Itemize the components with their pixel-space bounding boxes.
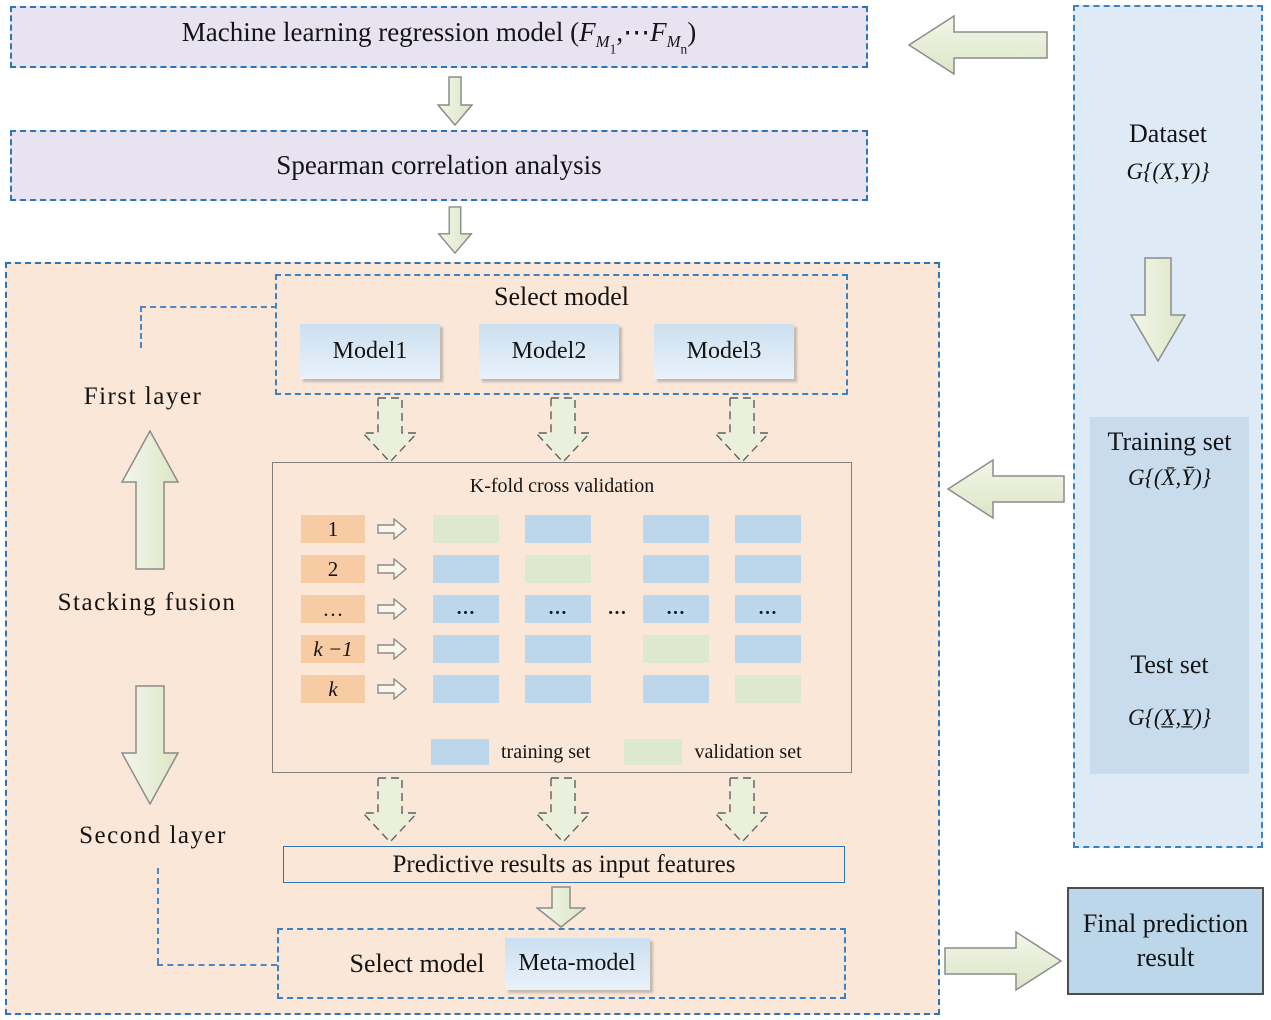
spearman-label: Spearman correlation analysis [276,150,602,180]
second-layer-connector-h [157,964,277,966]
kfold-row: 1 [301,515,851,543]
training-cell: … [433,595,499,623]
dataset-label: Dataset [1129,119,1207,148]
model2-label: Model2 [511,338,587,364]
training-set-math: G{(X̄,Ȳ)} [1128,465,1211,490]
legend-swatch [624,739,683,765]
training-cell: … [525,595,591,623]
down-arrow-icon [437,76,473,126]
first-layer-connector-v [140,306,142,348]
dataset-math: G{(X,Y)} [1126,159,1210,184]
dashed-down-arrow-icon [535,777,591,843]
ml-regression-box: Machine learning regression model (FM1,⋯… [10,6,868,68]
kfold-row: 2 [301,555,851,583]
up-arrow-icon [121,430,179,570]
legend-label: training set [501,740,591,763]
kfold-row: k [301,675,851,703]
training-cell [525,515,591,543]
validation-cell [735,675,801,703]
final-prediction-line2: result [1136,943,1195,972]
select-model-bottom-box: Select model Meta-model [277,928,846,999]
legend-swatch [431,739,489,765]
down-arrow-icon [437,206,473,254]
final-prediction-line1: Final prediction [1082,909,1249,939]
training-cell [735,635,801,663]
training-cell [643,675,709,703]
down-arrow-icon [536,886,586,928]
model1-box: Model1 [300,324,440,379]
select-model-top-title: Select model [493,282,629,311]
legend-label: validation set [694,740,802,763]
training-cell [433,555,499,583]
left-arrow-icon [947,458,1065,520]
row-arrow-icon [377,558,407,580]
dataset-panel: Dataset G{(X,Y)} Training set G{(X̄,Ȳ)} … [1073,5,1263,848]
training-cell [433,675,499,703]
right-arrow-icon [944,930,1062,992]
training-cell [735,515,801,543]
training-cell [735,555,801,583]
dashed-down-arrow-icon [714,777,770,843]
kfold-row-label: 1 [301,515,365,543]
row-arrow-icon [377,518,407,540]
second-layer-label: Second layer [79,822,227,849]
validation-cell [433,515,499,543]
first-layer-connector-h [140,306,277,308]
stacking-fusion-label: Stacking fusion [57,589,237,616]
predictive-results-box: Predictive results as input features [283,846,845,883]
model3-label: Model3 [686,338,762,364]
select-model-top-box: Select model [275,274,848,395]
kfold-row-label: … [301,595,365,623]
kfold-rows: 1 2 … … … … … … k −1 k [273,515,851,715]
training-cell [643,515,709,543]
validation-cell [525,555,591,583]
down-arrow-icon [1130,257,1186,362]
row-arrow-icon [377,678,407,700]
second-layer-connector-v [157,868,159,964]
kfold-title: K-fold cross validation [469,475,655,497]
test-set-label: Test set [1130,650,1209,679]
kfold-box: K-fold cross validation 1 2 … … … … … … k −1 k tr… [272,462,852,773]
training-cell [433,635,499,663]
down-arrow-icon [121,685,179,805]
training-cell: … [643,595,709,623]
left-arrow-icon [908,14,1048,76]
kfold-legend: training set validation set [431,739,836,765]
dashed-down-arrow-icon [362,777,418,843]
dashed-down-arrow-icon [362,397,418,463]
model2-box: Model2 [479,324,619,379]
row-arrow-icon [377,598,407,620]
kfold-row-label: k −1 [301,635,365,663]
select-model-bottom-title: Select model [349,948,485,978]
dashed-down-arrow-icon [714,397,770,463]
dashed-down-arrow-icon [535,397,591,463]
kfold-row-label: 2 [301,555,365,583]
kfold-row-label: k [301,675,365,703]
test-set-math: G{(X̲,Y̲)} [1128,705,1211,730]
kfold-mid-dots: … [607,598,627,619]
training-cell [525,635,591,663]
train-test-box: Training set G{(X̄,Ȳ)} Test set G{(X̲,Y̲… [1090,417,1249,774]
spearman-box: Spearman correlation analysis [10,130,868,201]
model3-box: Model3 [654,324,794,379]
meta-model-box: Meta-model [504,937,650,990]
kfold-row: k −1 [301,635,851,663]
ml-regression-label: Machine learning regression model (FM1,⋯… [181,16,697,57]
validation-cell [643,635,709,663]
first-layer-label: First layer [83,383,203,410]
final-prediction-box: Final prediction result [1067,887,1264,995]
training-cell [643,555,709,583]
model1-label: Model1 [332,338,408,364]
training-set-label: Training set [1107,427,1232,456]
predictive-results-label: Predictive results as input features [392,850,736,878]
meta-model-label: Meta-model [518,950,636,976]
training-cell [525,675,591,703]
row-arrow-icon [377,638,407,660]
training-cell: … [735,595,801,623]
kfold-row: … … … … … … [301,595,851,623]
